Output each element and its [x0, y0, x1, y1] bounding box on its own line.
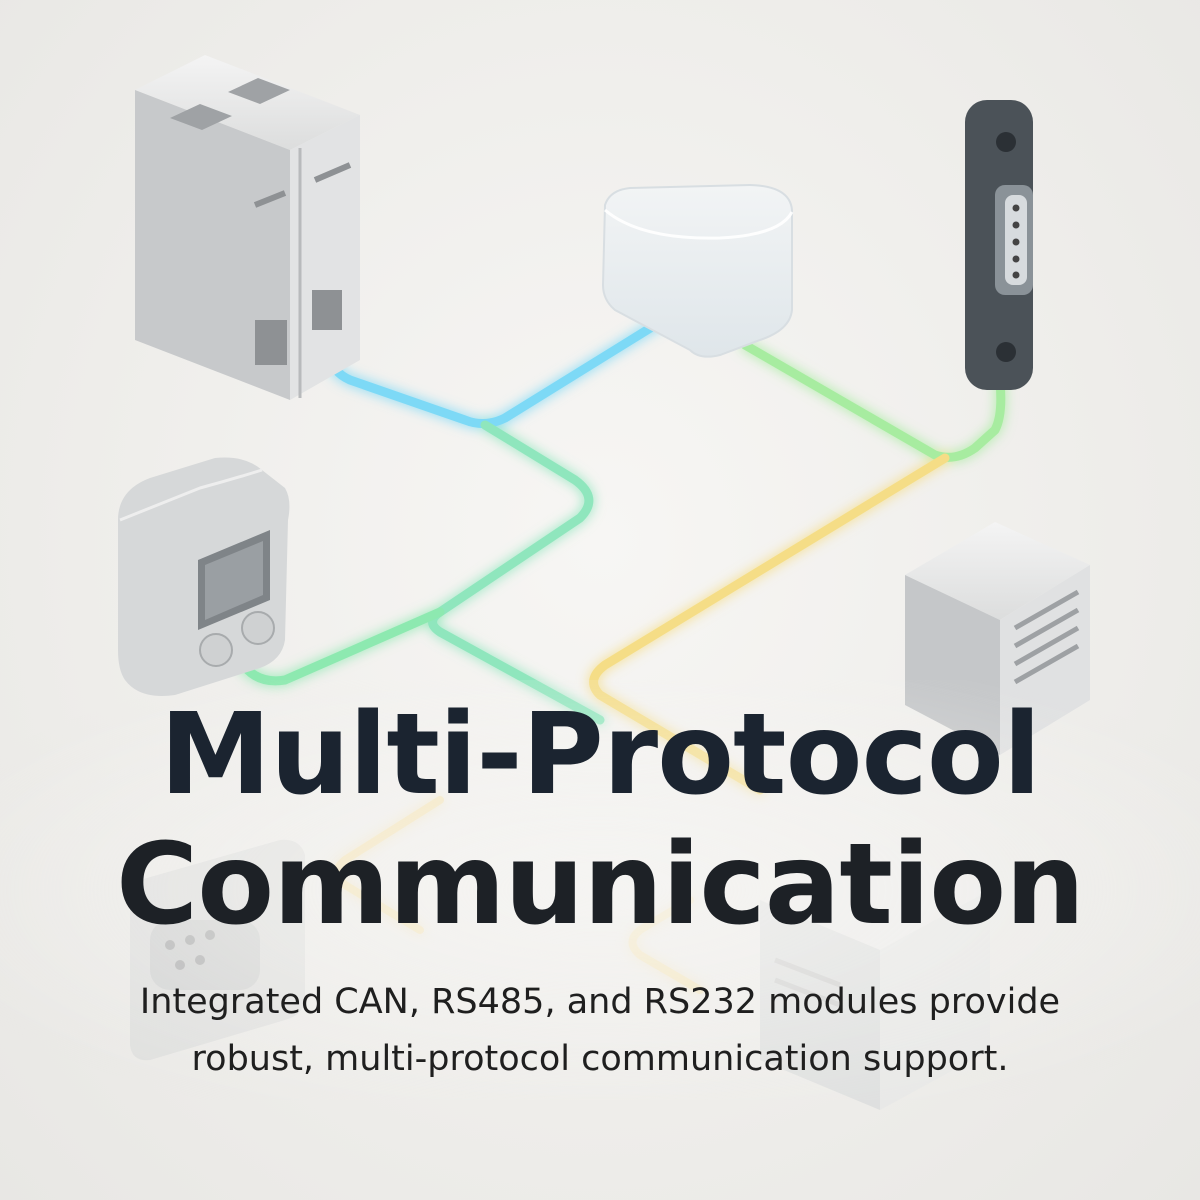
subtitle-line-1: Integrated CAN, RS485, and RS232 modules… — [139, 982, 1061, 1022]
headline-line-1: Multi-Protocol — [159, 690, 1041, 820]
cable-blue-to-green-trunk — [428, 420, 605, 725]
din-rail-module-icon — [135, 55, 360, 400]
db9-male-connector-icon — [965, 100, 1033, 390]
text-backdrop-fade — [0, 680, 1200, 1100]
headline-line-2: Communication — [116, 820, 1085, 950]
translucent-hub-icon — [601, 183, 794, 358]
subtitle-line-2: robust, multi-protocol communication sup… — [191, 1039, 1009, 1079]
cable-green-hub-to-db9 — [740, 340, 1006, 462]
display-panel-device-icon — [118, 457, 290, 696]
cable-blue-din-to-hub — [325, 317, 665, 428]
